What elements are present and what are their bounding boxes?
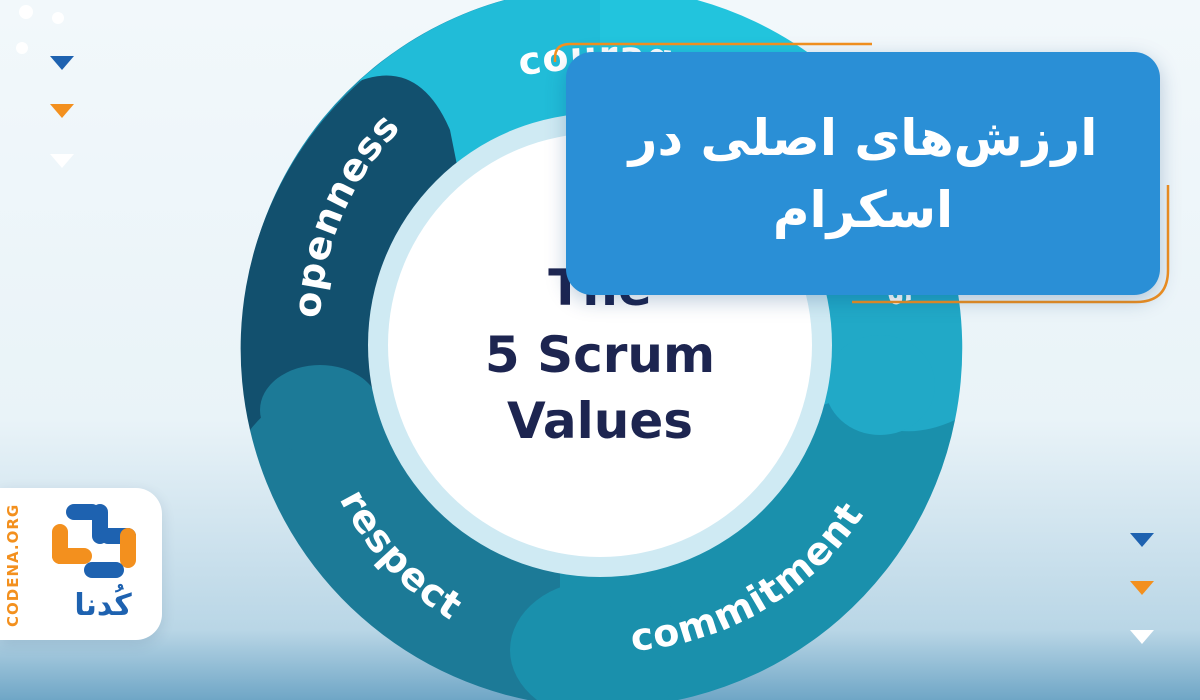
decor-dot	[52, 12, 64, 24]
title-outline-top	[553, 42, 872, 62]
down-triangle-icon	[50, 154, 74, 168]
down-triangle-icon	[1130, 581, 1154, 595]
logo-mark-icon	[52, 504, 136, 578]
down-triangle-icon	[1130, 630, 1154, 644]
title-card: ارزش‌های اصلی در اسکرام	[566, 52, 1160, 295]
right-triangle-group	[1130, 533, 1154, 644]
segment-bubble	[260, 365, 380, 455]
page-title: ارزش‌های اصلی در اسکرام	[628, 108, 1098, 239]
decor-dots	[16, 5, 64, 54]
left-triangle-group	[50, 56, 74, 168]
logo-domain-text: CODENA.ORG	[4, 503, 22, 627]
decor-dot	[16, 42, 28, 54]
down-triangle-icon	[50, 56, 74, 70]
center-line-3: Values	[507, 392, 693, 450]
logo-wordmark: کُدنا	[74, 588, 132, 623]
segment-bubble	[825, 335, 935, 435]
segment-bubble	[510, 580, 690, 700]
decor-dot	[19, 5, 33, 19]
down-triangle-icon	[1130, 533, 1154, 547]
title-outline-right	[852, 185, 1170, 304]
down-triangle-icon	[50, 104, 74, 118]
segment-respect	[250, 391, 560, 700]
center-line-2: 5 Scrum	[485, 326, 715, 384]
